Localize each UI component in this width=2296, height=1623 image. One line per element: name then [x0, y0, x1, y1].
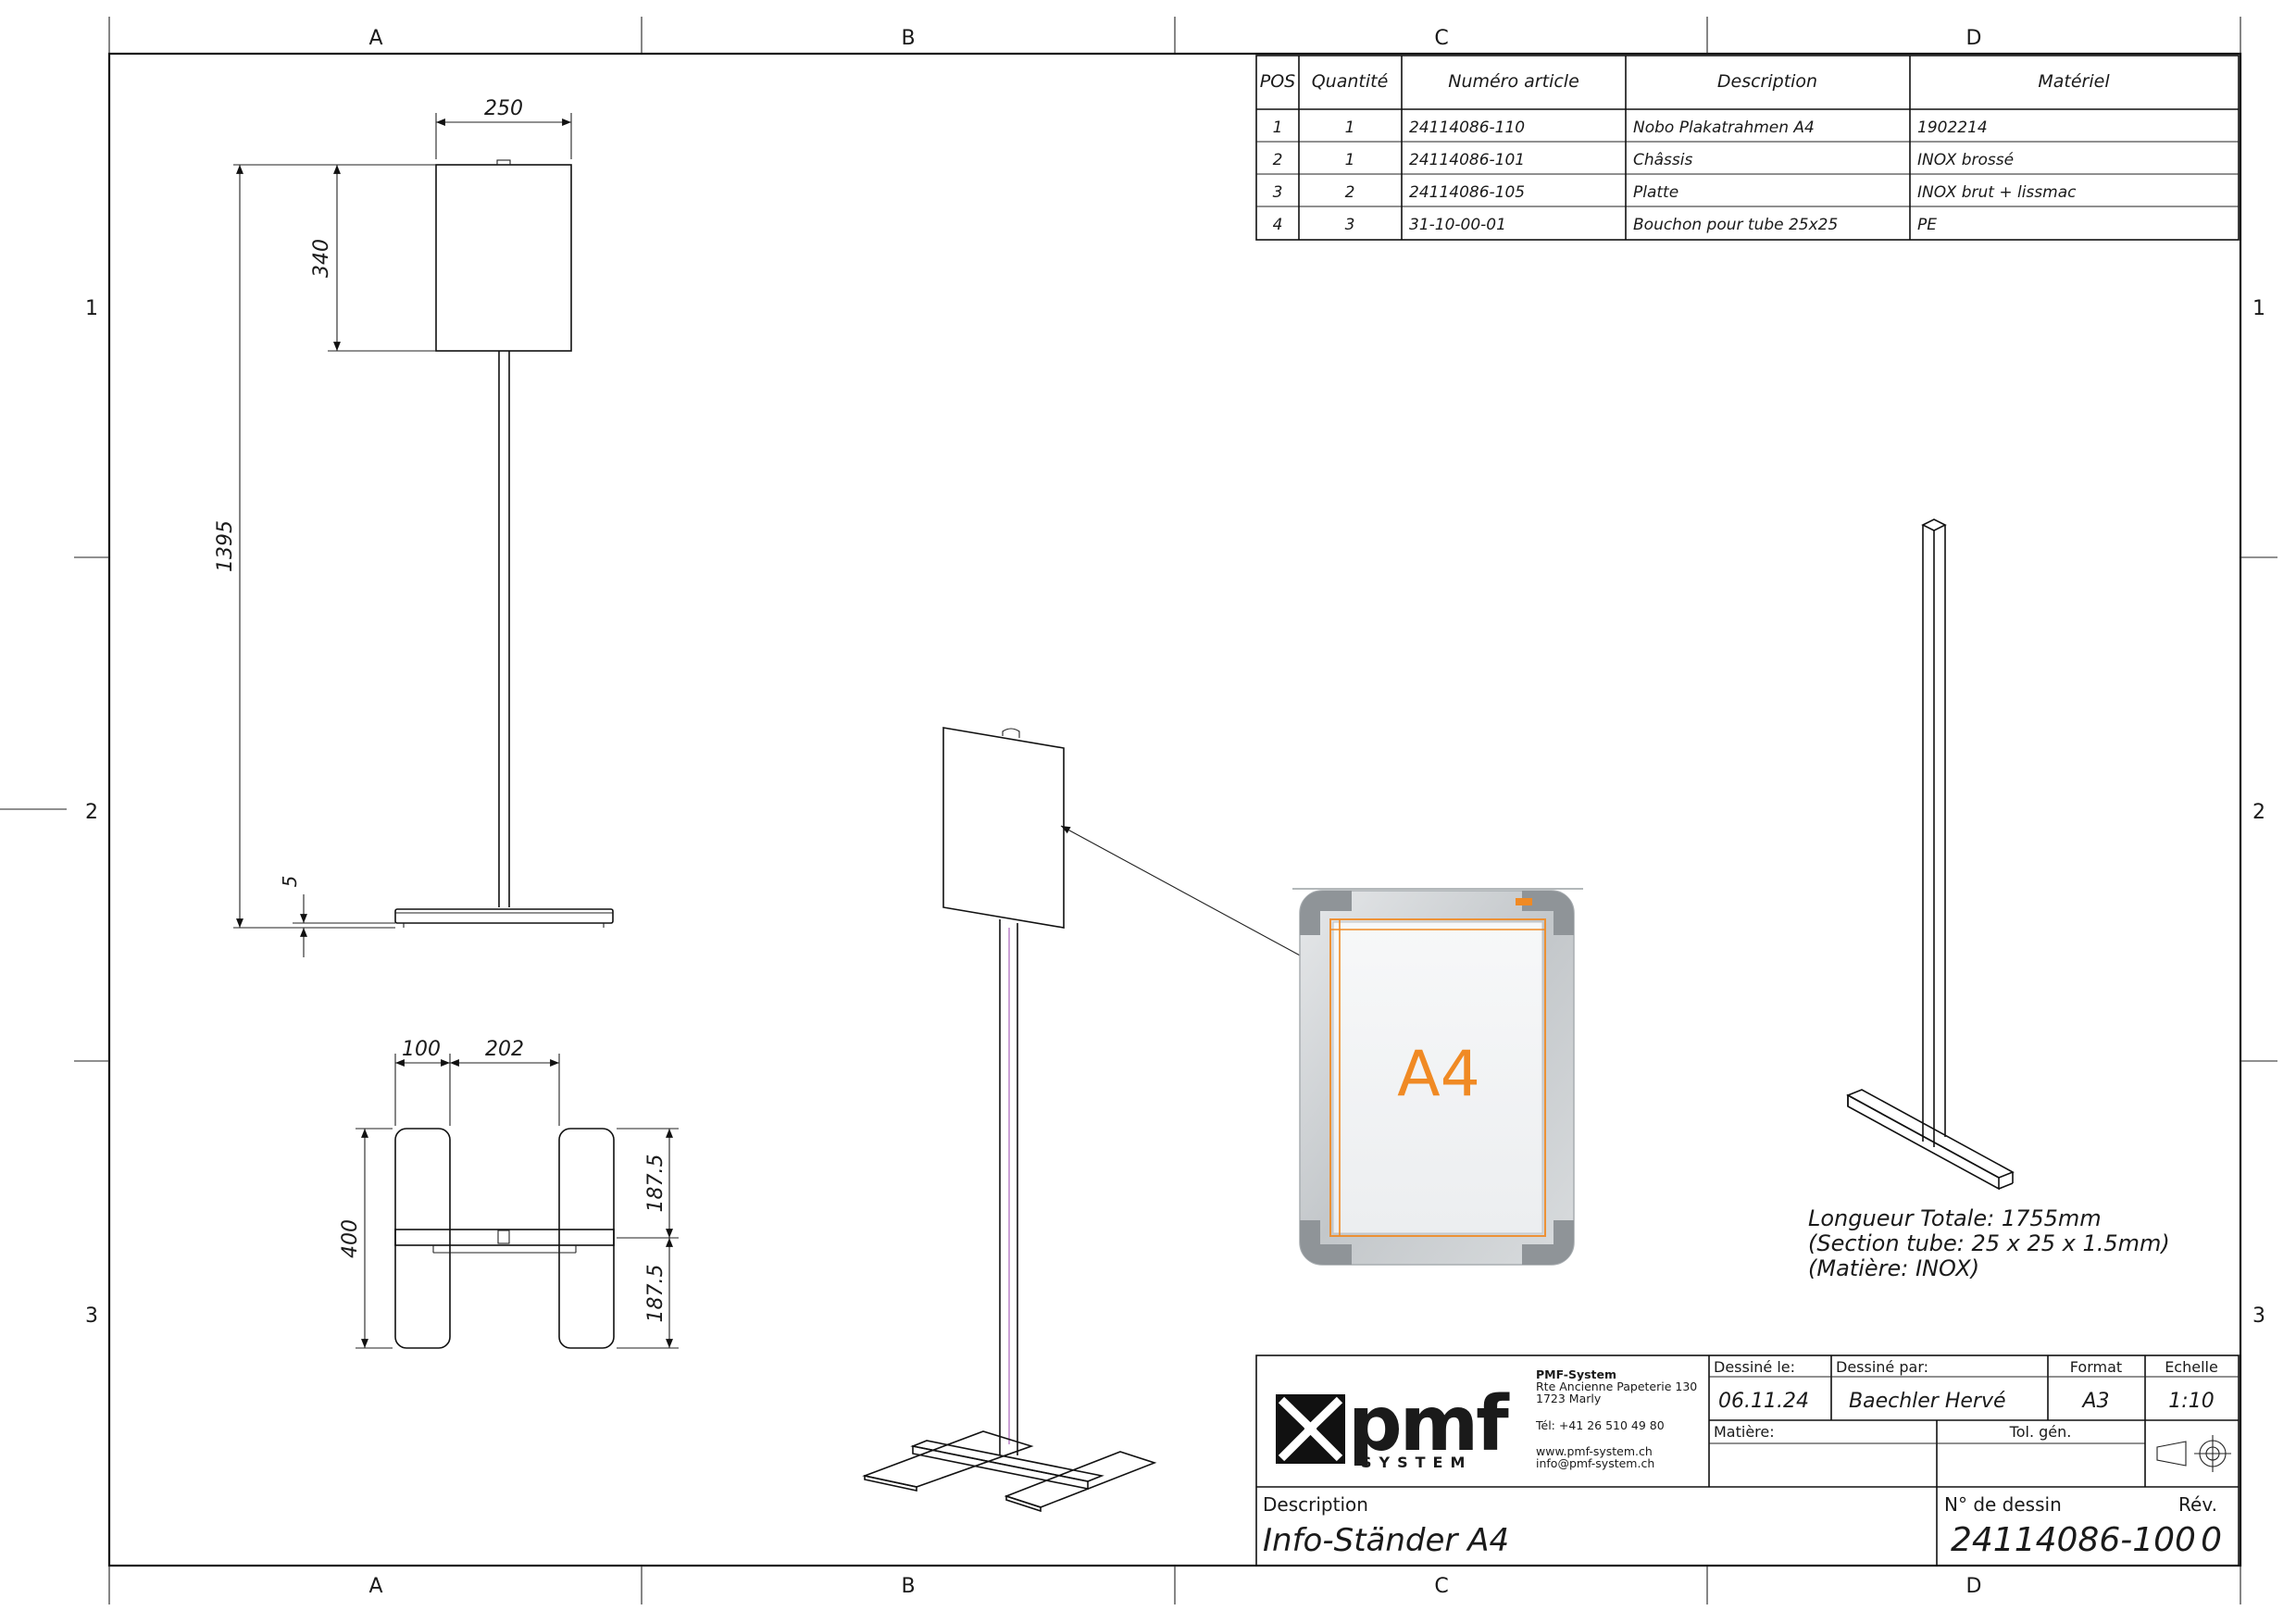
pmf-logo-text: pmf [1348, 1380, 1510, 1468]
drawing-number-value: 24114086-100 [1951, 1521, 2196, 1559]
frame-brand-tag [1516, 898, 1532, 905]
iso-frame [942, 727, 1065, 929]
bom-row-2-qty: 1 [1345, 151, 1355, 169]
col-label-bottom-d: D [1966, 1575, 1982, 1598]
tube-view [1846, 518, 2015, 1191]
material-label: Matière: [1714, 1423, 1775, 1441]
row-label-left-1: 1 [85, 297, 98, 320]
bom-row-2-pos: 2 [1273, 151, 1283, 169]
dim-foot-half-1: 187.5 [644, 1155, 668, 1213]
bom-header-article: Numéro article [1448, 71, 1579, 92]
drawn-by-value: Baechler Hervé [1849, 1390, 2006, 1413]
tube-note-section: (Section tube: 25 x 25 x 1.5mm) [1808, 1230, 2170, 1256]
bom-header-material: Matériel [2038, 71, 2110, 92]
company-web: www.pmf-system.ch [1536, 1444, 1653, 1458]
bom-row-1-material: 1902214 [1917, 119, 1988, 137]
drawn-on-value: 06.11.24 [1718, 1390, 1809, 1413]
bom-row-4-pos: 4 [1273, 216, 1283, 234]
description-value: Info-Ständer A4 [1263, 1522, 1509, 1559]
company-email: info@pmf-system.ch [1536, 1456, 1654, 1470]
col-label-bottom-b: B [901, 1575, 915, 1598]
pmf-logo-subtext: SYSTEM [1361, 1454, 1472, 1471]
dim-foot-a: 100 [402, 1038, 441, 1061]
dim-frame-height: 340 [310, 239, 333, 278]
bom-row-4-material: PE [1917, 216, 1937, 234]
col-label-top-a: A [368, 27, 382, 50]
bom-row-1-description: Nobo Plakatrahmen A4 [1633, 119, 1815, 137]
scale-label: Echelle [2165, 1358, 2218, 1376]
bom-row-1-pos: 1 [1273, 119, 1283, 137]
company-address-1: Rte Ancienne Papeterie 130 [1536, 1380, 1697, 1393]
bom-header-description: Description [1717, 71, 1817, 92]
tube-note: Longueur Totale: 1755mm (Section tube: 2… [1808, 1205, 2170, 1281]
bom-table: POS Quantité Numéro article Description … [1255, 55, 2240, 241]
tolerance-label: Tol. gén. [2009, 1423, 2072, 1441]
dim-foot-b: 202 [485, 1038, 524, 1061]
bom-row-3-article: 24114086-105 [1409, 183, 1525, 202]
bom-row-4-description: Bouchon pour tube 25x25 [1633, 216, 1838, 234]
bom-row-4-article: 31-10-00-01 [1409, 216, 1506, 234]
company-address-2: 1723 Marly [1536, 1392, 1602, 1405]
bom-row-1-article: 24114086-110 [1409, 119, 1525, 137]
dim-front-width: 250 [484, 97, 523, 120]
bom-row-4-qty: 3 [1345, 216, 1355, 234]
revision-label: Rév. [2178, 1493, 2217, 1516]
base-top-view: 100 202 400 187.5 187.5 [339, 1038, 679, 1349]
row-label-left-2: 2 [85, 801, 98, 824]
projection-symbol-icon [2156, 1435, 2231, 1472]
grid-labels: A B C D A B C D 1 2 3 1 2 3 [85, 27, 2265, 1598]
drawn-on-label: Dessiné le: [1714, 1358, 1795, 1376]
front-view: 250 340 1395 5 [214, 97, 614, 957]
bom-row-1-qty: 1 [1345, 119, 1355, 137]
col-label-top-d: D [1966, 27, 1982, 50]
company-name: PMF-System [1536, 1367, 1616, 1381]
dim-foot-length: 400 [339, 1219, 362, 1258]
dim-total-height: 1395 [214, 520, 237, 572]
bom-row-3-material: INOX brut + lissmac [1917, 183, 2077, 202]
format-label: Format [2070, 1358, 2122, 1376]
pmf-logo: pmf SYSTEM [1276, 1380, 1513, 1471]
bom-row-3-description: Platte [1633, 183, 1678, 202]
a4-frame-image: A4 [1292, 888, 1583, 1266]
tube-note-material: (Matière: INOX) [1808, 1255, 1979, 1281]
col-label-bottom-a: A [368, 1575, 382, 1598]
bom-row-3-pos: 3 [1273, 183, 1283, 202]
format-value: A3 [2080, 1390, 2109, 1413]
drawing-number-label: N° de dessin [1944, 1493, 2062, 1516]
front-view-base [394, 908, 614, 924]
row-label-right-1: 1 [2252, 297, 2265, 320]
dim-foot-half-2: 187.5 [644, 1265, 668, 1323]
tube-note-length: Longueur Totale: 1755mm [1808, 1205, 2102, 1231]
row-label-left-3: 3 [85, 1305, 98, 1328]
scale-value: 1:10 [2168, 1390, 2214, 1413]
title-block: pmf SYSTEM PMF-System Rte Ancienne Papet… [1255, 1355, 2240, 1567]
row-label-right-3: 3 [2252, 1305, 2265, 1328]
bom-row-2-material: INOX brossé [1917, 151, 2014, 169]
col-label-bottom-c: C [1434, 1575, 1448, 1598]
drawn-by-label: Dessiné par: [1836, 1358, 1928, 1376]
sheet-frame [0, 17, 2277, 1604]
bom-row-2-article: 24114086-101 [1409, 151, 1525, 169]
dim-foot-thickness: 5 [279, 876, 301, 888]
a4-label: A4 [1397, 1038, 1480, 1111]
front-view-frame [435, 164, 572, 352]
isometric-view [862, 727, 1325, 1513]
description-label: Description [1263, 1493, 1368, 1516]
col-label-top-c: C [1434, 27, 1448, 50]
company-phone: Tél: +41 26 510 49 80 [1535, 1418, 1665, 1432]
bom-header-pos: POS [1260, 71, 1295, 92]
bom-row-3-qty: 2 [1345, 183, 1355, 202]
bom-header-qty: Quantité [1312, 71, 1389, 92]
revision-value: 0 [2201, 1521, 2222, 1559]
bom-row-2-description: Châssis [1633, 151, 1692, 169]
col-label-top-b: B [901, 27, 915, 50]
row-label-right-2: 2 [2252, 801, 2265, 824]
